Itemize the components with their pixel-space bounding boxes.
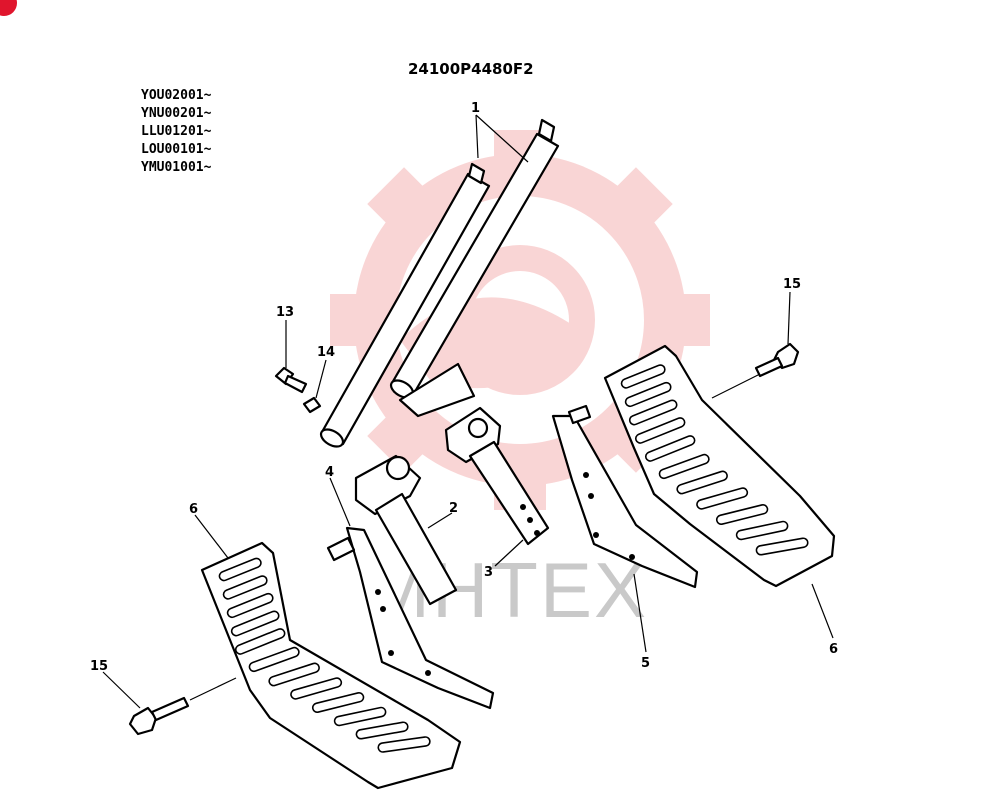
callout-2: 2 <box>449 501 458 516</box>
serial-number-list: YOU02001~ YNU00201~ LLU01201~ LOU00101~ … <box>141 88 212 175</box>
callout-4: 4 <box>325 465 334 480</box>
part-6-pedal-pad-left <box>200 541 462 790</box>
callout-1: 1 <box>471 101 480 116</box>
part-4-bracket <box>326 526 495 710</box>
part-15-bolt-left-icon <box>128 696 190 736</box>
callout-14: 14 <box>317 345 335 360</box>
serial-range: YNU00201~ <box>141 106 212 121</box>
callout-15-right: 15 <box>783 277 801 292</box>
part-15-bolt-right-icon <box>754 342 800 378</box>
serial-range: LLU01201~ <box>141 124 212 139</box>
callout-15-left: 15 <box>90 659 108 674</box>
part-5-bracket <box>551 404 699 589</box>
serial-range: YOU02001~ <box>141 88 212 103</box>
serial-range: YMU01001~ <box>141 160 212 175</box>
callout-labels: 1 2 3 4 5 6 6 13 14 15 15 <box>90 101 838 674</box>
pedal-pad-slots <box>620 364 809 556</box>
callout-5: 5 <box>641 656 650 671</box>
part-13-bolt-icon <box>274 366 308 394</box>
callout-13: 13 <box>276 305 294 320</box>
drawing-number: 24100P4480F2 <box>408 60 534 78</box>
part-2-pedal-arm <box>354 454 458 606</box>
callout-6-right: 6 <box>829 642 838 657</box>
part-14-nut-icon <box>302 396 322 414</box>
part-1-rod-left <box>319 162 491 448</box>
part-6-pedal-pad-right <box>603 344 836 588</box>
callout-6-left: 6 <box>189 502 198 517</box>
pedal-pad-slots <box>218 557 431 753</box>
callout-3: 3 <box>484 565 493 580</box>
serial-range: LOU00101~ <box>141 142 212 157</box>
leader-lines <box>102 114 834 709</box>
part-3-pedal-arm <box>398 362 550 546</box>
corner-badge-icon <box>0 0 17 16</box>
